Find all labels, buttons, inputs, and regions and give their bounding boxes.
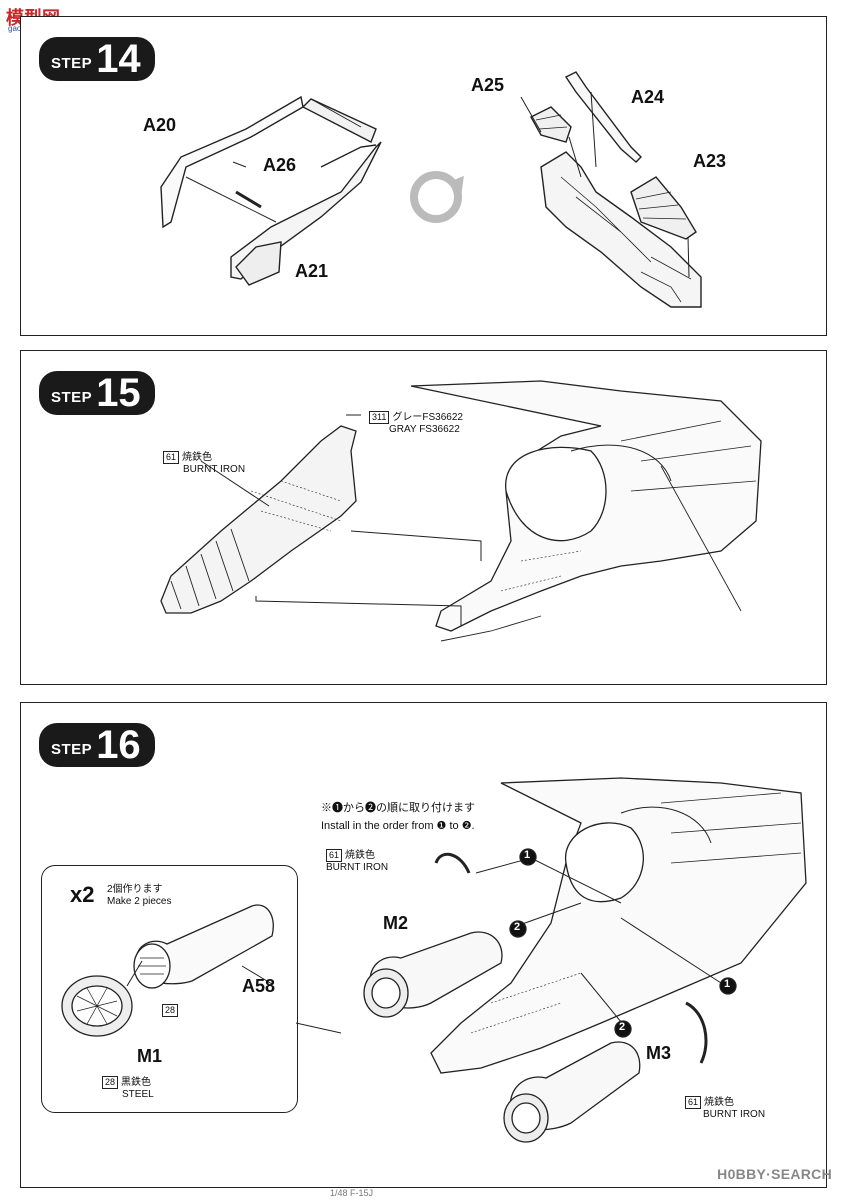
paint-name-en: BURNT IRON <box>703 1109 766 1120</box>
inset-diagram <box>61 904 274 1037</box>
install-note-jp: ※❶から❷の順に取り付けます <box>321 802 475 814</box>
step-15-diagram <box>160 380 762 642</box>
order-mark-2a: 2 <box>514 921 521 933</box>
step-number: 15 <box>96 371 141 415</box>
step-number: 14 <box>96 37 141 81</box>
paint-name-en: STEEL <box>122 1089 154 1100</box>
paint-code: 61 <box>685 1096 702 1109</box>
part-label-A23: A23 <box>693 151 727 171</box>
step-14-diagram <box>160 71 702 308</box>
part-label-M2: M2 <box>383 913 409 933</box>
step-16-badge: STEP 16 <box>39 723 155 767</box>
install-note-en: Install in the order from ❶ to ❷. <box>321 820 475 832</box>
step-14-badge: STEP 14 <box>39 37 155 81</box>
qty-text: x2 <box>70 882 95 907</box>
step-word: STEP <box>51 388 93 406</box>
qty-note-en: Make 2 pieces <box>107 896 172 907</box>
paint-code: 61 <box>163 451 180 464</box>
part-label-A58: A58 <box>242 976 276 996</box>
paint-name-jp: 焼鉄色 <box>345 850 376 861</box>
paint-name-jp: 焼鉄色 <box>704 1097 735 1108</box>
page-footer: 1/48 F-15J <box>330 1188 374 1198</box>
paint-code: 28 <box>162 1004 179 1017</box>
hobbysearch-watermark: H0BBY·SEARCH <box>717 1166 832 1182</box>
part-label-A21: A21 <box>295 261 329 281</box>
inset-qty: x2 <box>70 882 94 908</box>
paint-name-en: BURNT IRON <box>183 464 246 475</box>
step-15-badge: STEP 15 <box>39 371 155 415</box>
step-number: 16 <box>96 723 141 767</box>
paint-name-en: BURNT IRON <box>326 862 389 873</box>
step-14-panel: STEP 14 <box>20 16 827 336</box>
step-word: STEP <box>51 740 93 758</box>
step-word: STEP <box>51 54 93 72</box>
order-mark-2b: 2 <box>619 1021 626 1033</box>
install-order-note: ※❶から❷の順に取り付けます Install in the order from… <box>321 799 475 835</box>
paint-name-jp: 黒鉄色 <box>121 1077 152 1088</box>
order-mark-1b: 1 <box>724 978 731 990</box>
paint-code: 311 <box>369 411 390 424</box>
paint-name-jp: 焼鉄色 <box>182 452 213 463</box>
qty-note-jp: 2個作ります <box>107 884 163 895</box>
part-label-A24: A24 <box>631 87 665 107</box>
part-label-M1: M1 <box>137 1046 163 1066</box>
step-16-panel: STEP 16 ※❶から❷の順に取り付けます Install in the or… <box>20 702 827 1188</box>
paint-code: 61 <box>326 849 343 862</box>
order-mark-1a: 1 <box>524 849 531 861</box>
inset-qty-note: 2個作ります Make 2 pieces <box>107 884 171 908</box>
inset-paint-code: 28 <box>162 1004 181 1017</box>
paint-code: 28 <box>102 1076 119 1089</box>
part-label-A26: A26 <box>263 155 297 175</box>
paint-name-jp: グレーFS36622 <box>392 412 463 423</box>
paint-name-en: GRAY FS36622 <box>389 424 460 435</box>
part-label-A25: A25 <box>471 75 505 95</box>
part-label-M3: M3 <box>646 1043 672 1063</box>
part-label-A20: A20 <box>143 115 177 135</box>
